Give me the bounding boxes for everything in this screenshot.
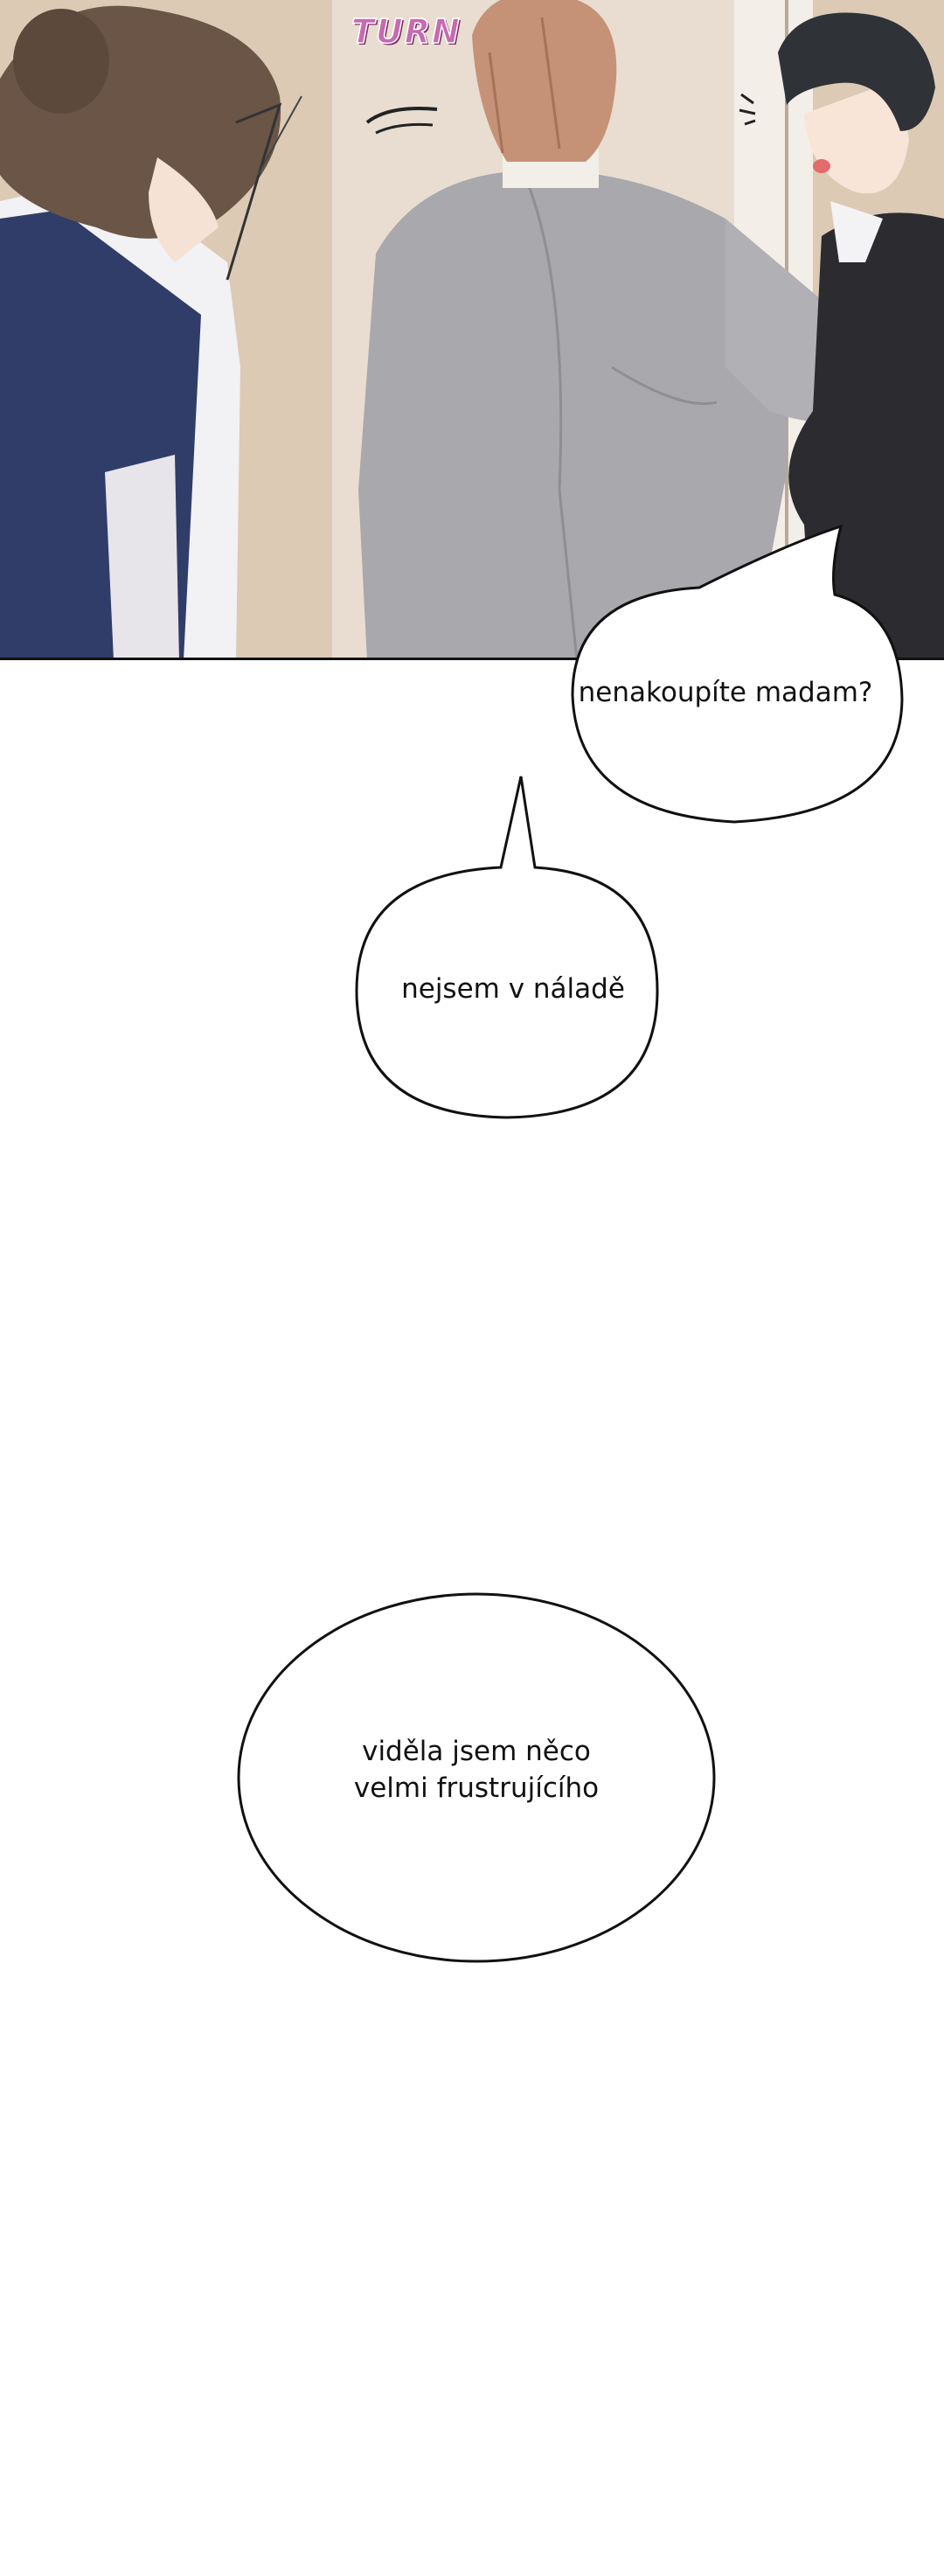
man-gray-suit (358, 170, 787, 660)
man-black-hair (778, 12, 935, 131)
speech-bubble-2 (355, 776, 659, 1119)
man-white-collar (830, 201, 883, 262)
man-open-mouth (813, 159, 830, 173)
man-face (804, 79, 909, 194)
speech-bubble-3-line-2: velmi frustrujícího (353, 1772, 600, 1804)
speech-bubble-2-text: nejsem v náladě (401, 973, 625, 1005)
woman-neck (149, 157, 219, 262)
comic-illustration-panel: TURN (0, 0, 944, 660)
speech-bubble-3-text: viděla jsem něco velmi frustrujícího (262, 1733, 691, 1807)
comic-artwork (0, 0, 944, 660)
panel-border (0, 658, 944, 660)
man-hair (472, 0, 617, 162)
speech-bubble-3-line-1: viděla jsem něco (362, 1736, 591, 1767)
motion-swoosh (365, 107, 438, 124)
woman-hair-bun (13, 9, 109, 114)
sfx-turn: TURN (351, 11, 462, 52)
speech-bubble-1-text: nenakoupíte madam? (578, 677, 873, 708)
